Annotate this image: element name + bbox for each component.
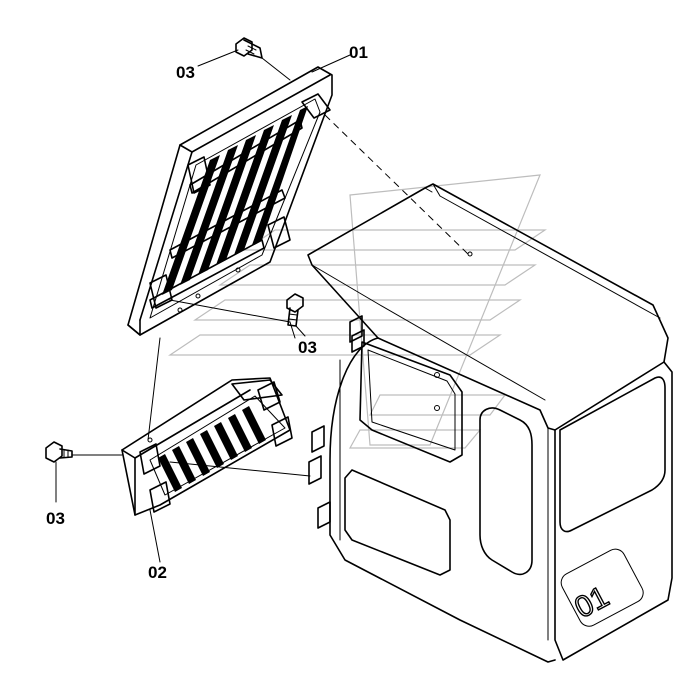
- callout-03-top: 03: [176, 63, 195, 82]
- callout-03-middle: 03: [298, 338, 317, 357]
- cab-marking: 01: [569, 580, 614, 625]
- callout-03-left: 03: [46, 509, 65, 528]
- bolt-middle: [286, 293, 304, 327]
- bolt-left: [45, 441, 73, 463]
- leader-lines: [55, 49, 469, 563]
- callout-01: 01: [349, 43, 368, 62]
- callout-02: 02: [148, 563, 167, 582]
- bolt-top: [235, 37, 263, 59]
- operator-cab: 01: [307, 183, 673, 663]
- watermark-logo: [168, 174, 547, 449]
- panel-02-grille: [121, 377, 293, 516]
- panel-01-grille: [127, 66, 333, 336]
